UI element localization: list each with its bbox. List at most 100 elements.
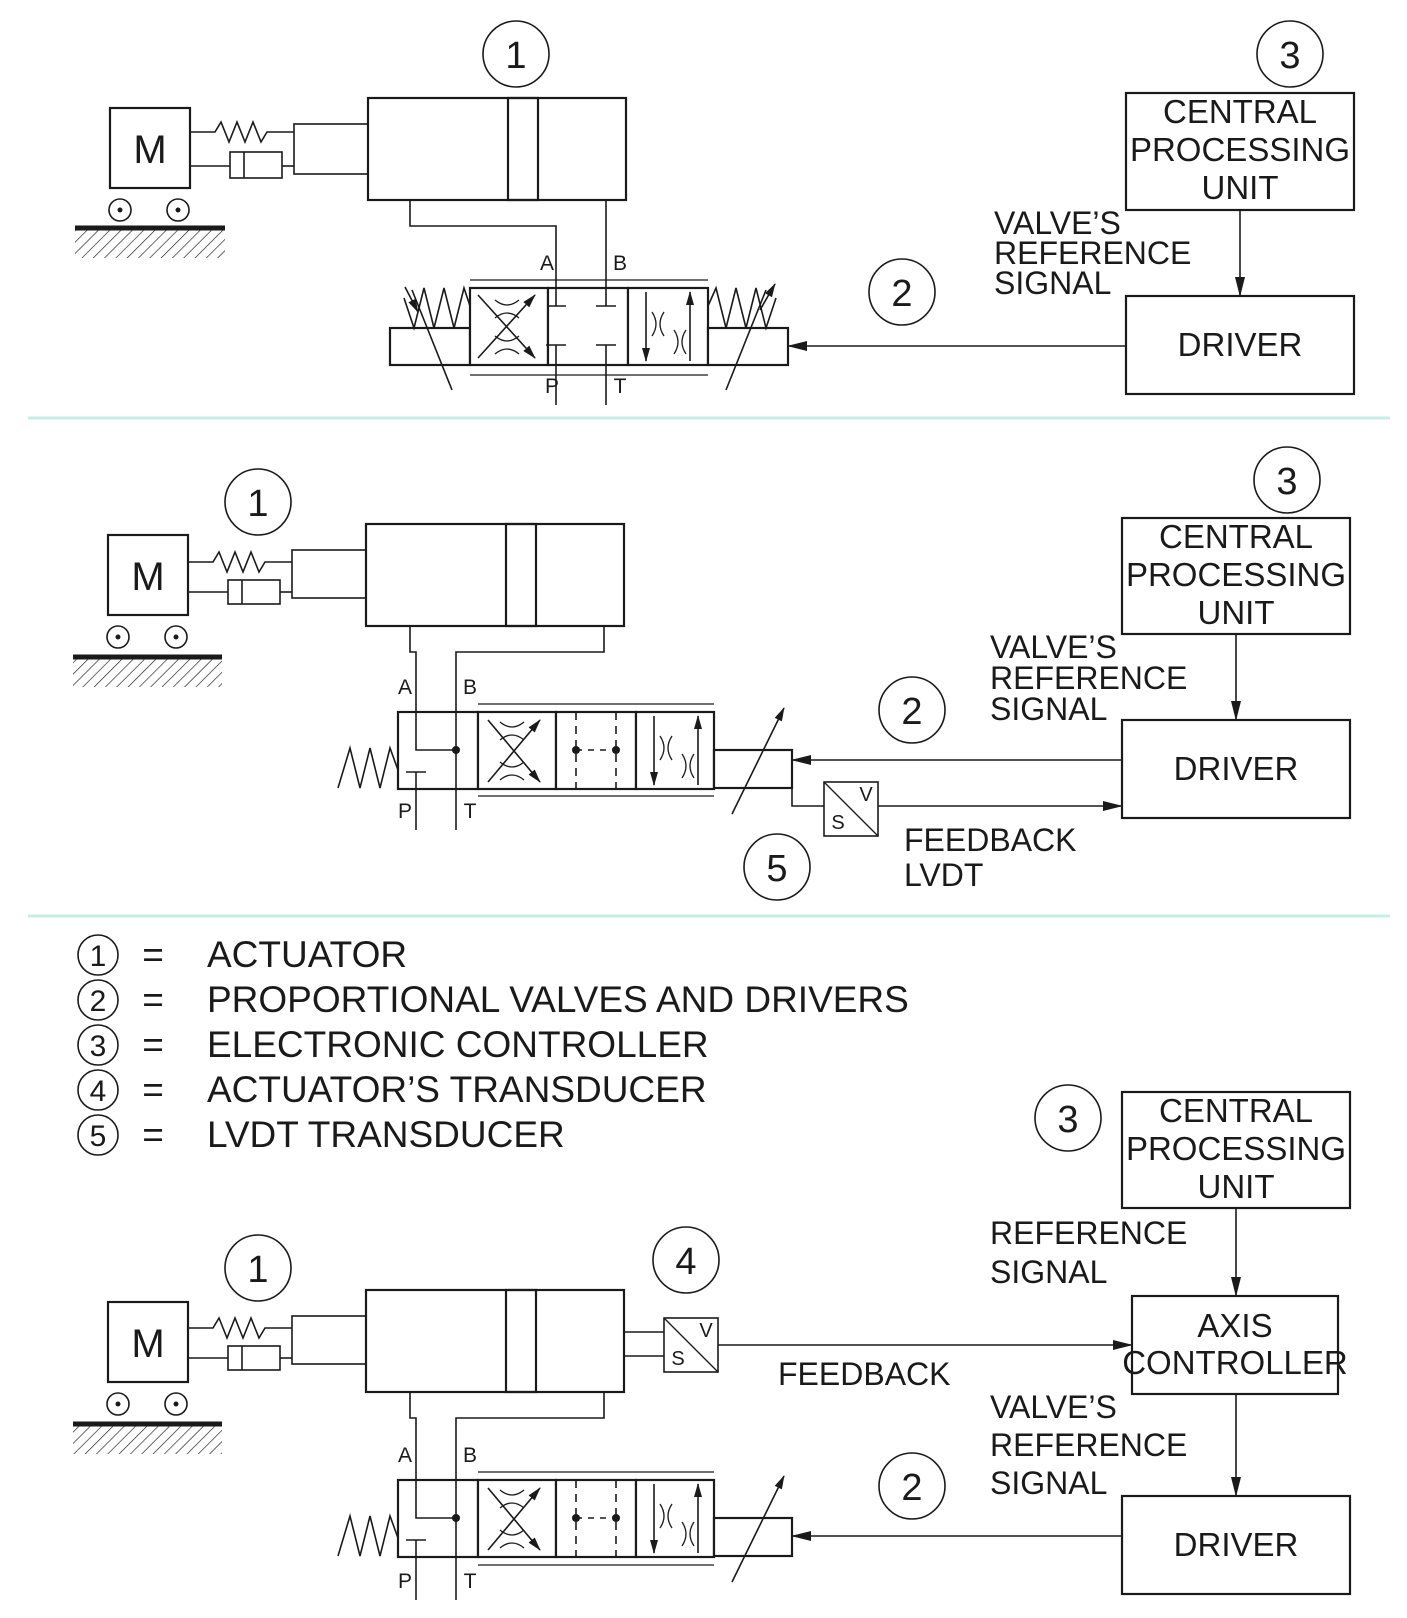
hydraulic-cylinder [293,96,628,202]
wheel-hub-icon [115,634,121,640]
callout-1-circle [224,1234,292,1302]
spring-left-icon [337,1512,399,1557]
cross-arrow-icon [487,719,541,783]
throttle-icon [651,311,665,337]
lvdt-link [791,788,824,807]
legend-text: ACTUATOR [207,934,407,975]
flow-path [415,1480,456,1519]
callout-5-number: 5 [766,848,787,890]
port-t-label: T [614,375,627,398]
callout-3-number: 3 [1276,461,1297,503]
callout-3-circle [1253,446,1321,514]
legend-number: 5 [90,1120,107,1153]
spring-damper [188,549,292,605]
proportional-valve [337,703,794,830]
line-b [455,1392,605,1480]
spring-damper [188,1315,292,1371]
valve-envelope-center [554,710,638,791]
port-b-label: B [463,676,477,699]
piston-rod [291,1315,367,1365]
driver-label: DRIVER [1174,1526,1299,1563]
cpu-line-1: CENTRAL [1159,1092,1313,1129]
damper-body [227,579,281,605]
legend-number: 3 [90,1030,107,1063]
callout-3-circle [1034,1084,1102,1152]
callout-2-number: 2 [891,273,912,315]
proportional-valve [337,1471,794,1600]
port-a-label: A [398,676,412,699]
legend-number: 2 [90,985,107,1018]
driver-block [1120,718,1352,820]
callout-2-circle [878,1452,946,1520]
wheel-icon [166,198,190,222]
transducer-diagonal [663,1317,719,1373]
throttle-icon [494,335,520,355]
junction-dot [612,1514,620,1522]
driver-block [1120,1494,1352,1596]
adjust-arrow-icon [731,1475,785,1583]
callout-4-number: 4 [675,1241,696,1283]
cpu-block [1124,91,1356,212]
port-b-label: B [463,1444,477,1467]
spring-icon [188,1315,292,1341]
spring-left-icon [403,285,471,331]
callout-2-number: 2 [901,691,922,733]
cylinder-piston [504,522,538,628]
cpu-block [1120,516,1352,636]
cylinder-barrel [364,522,626,628]
callout-1-number: 1 [505,35,526,77]
driver-label: DRIVER [1178,326,1303,363]
legend-text: PROPORTIONAL VALVES AND DRIVERS [207,979,909,1020]
adjust-arrow-icon [759,283,776,311]
motor-label: M [131,555,164,599]
port-p-label: P [398,1570,412,1593]
axis-controller-line-2: CONTROLLER [1122,1344,1348,1381]
feedback-lvdt-line-2: LVDT [904,857,983,893]
port-a-label: A [540,252,554,275]
motor-box [108,106,192,190]
wheel-icon [164,625,188,649]
solenoid-diagonal [411,289,453,391]
junction-dot [612,746,620,754]
legend-text: ACTUATOR’S TRANSDUCER [207,1069,707,1110]
valve-envelope-parallel [634,1478,716,1559]
legend-equals: = [142,1024,164,1065]
cross-arrow-icon [487,1487,541,1551]
legend-equals: = [142,1114,164,1155]
ground-hatch [75,230,225,258]
wheel-icon [106,1392,130,1416]
valve-envelope-center [546,286,630,367]
legend-equals: = [142,934,164,975]
valve-ref-line-1: VALVE’S [990,1389,1117,1425]
motor-cart: M [73,1300,222,1454]
port-b-label: B [613,252,627,275]
wheel-icon [108,198,132,222]
wheel-hub-icon [173,634,179,640]
callout-2-circle [868,258,936,326]
legend-equals: = [142,1069,164,1110]
transducer-diagonal [823,781,879,837]
transducer-s: S [831,812,844,834]
valve-envelope-parallel [626,286,710,367]
spring-icon [190,119,294,145]
damper-body [229,151,283,179]
ground-hatch [73,659,222,687]
junction-dot [572,746,580,754]
cylinder-barrel [364,1288,626,1394]
axis-controller-line-1: AXIS [1197,1307,1272,1344]
transducer-v: V [699,1320,713,1342]
lvdt-transducer [823,781,879,837]
legend-number-circle [77,1069,119,1111]
driver-block [1124,294,1356,396]
axis-controller-block [1130,1294,1340,1396]
piston-rod [291,549,367,599]
line-a [409,626,417,712]
transducer-v: V [859,784,873,806]
cpu-line-3: UNIT [1202,169,1279,206]
valve-envelope-center [554,1478,638,1559]
cpu-block [1120,1090,1352,1210]
spring-right-icon [707,285,777,331]
valve-ref-line-1: VALVE’S [990,629,1117,665]
solenoid-right [712,1516,794,1558]
legend-number: 1 [90,940,107,973]
